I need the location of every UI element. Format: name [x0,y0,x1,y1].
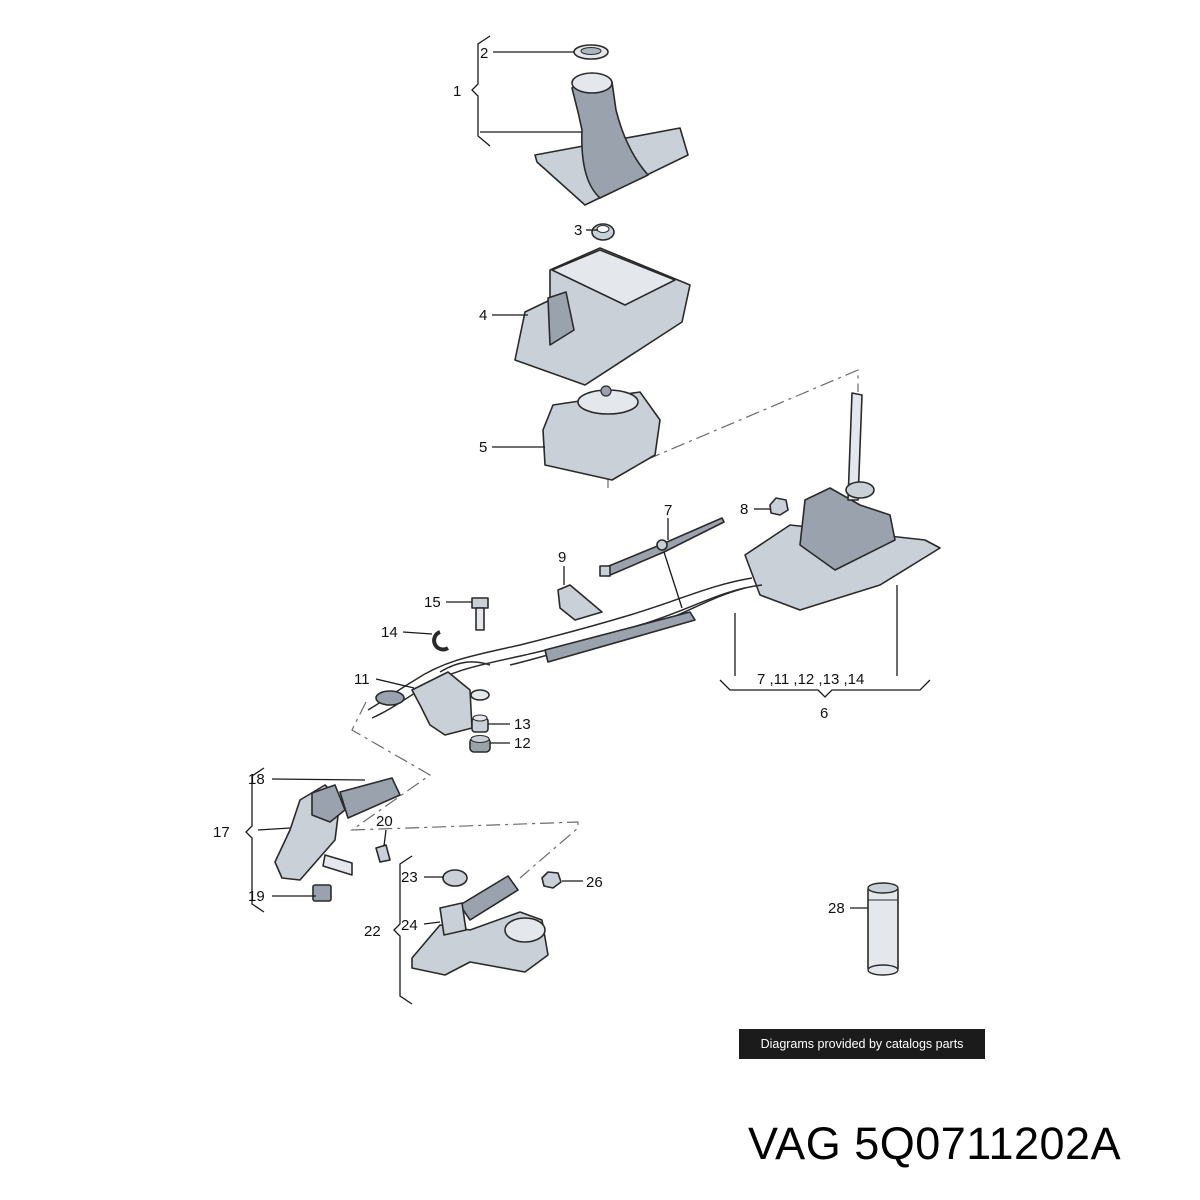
callout-17: 17 [213,824,230,841]
part-5-gear-housing [542,385,661,481]
callout-12: 12 [514,735,531,752]
part-9-clip [557,584,603,621]
part-13-bushing [471,714,489,733]
callout-15: 15 [424,594,441,611]
part-11-bracket [375,671,473,736]
leader-lines [257,51,898,925]
part-20-clip [375,844,391,863]
part-28-grease-tube [867,882,899,976]
callout-4: 4 [479,307,487,324]
callout-1: 1 [453,83,461,100]
brace-6 [719,679,931,698]
callout-labels: 2 1 3 4 5 8 7 9 15 14 11 13 12 7 ,11 ,12… [213,45,864,940]
callout-3: 3 [574,222,582,239]
assembly-dash-lines [350,369,859,879]
part-14-circlip [432,630,450,652]
part-12-bushing [469,735,491,753]
callout-19: 19 [248,888,265,905]
part-13-nut-bracket [470,689,490,701]
brace-17 [245,767,265,913]
diagram-credit-banner: Diagrams provided by catalogs parts [739,1029,985,1059]
callout-7: 7 [664,502,672,519]
part-8-nut [769,497,789,516]
part-26-nut [541,871,562,889]
callout-8: 8 [740,501,748,518]
part-19-damper [312,884,332,902]
callout-group-6: 7 ,11 ,12 ,13 ,14 [757,671,864,688]
callout-26: 26 [586,874,603,891]
part-4-console-housing [514,247,691,386]
callout-2: 2 [480,45,488,62]
part-1-shift-knob-boot [534,72,689,206]
callout-24: 24 [401,917,418,934]
part-15-bolt [471,597,489,631]
callout-14: 14 [381,624,398,641]
part-22-shift-lever [411,875,549,976]
callout-18: 18 [248,771,265,788]
part-number-title: VAG 5Q0711202A [748,1118,1122,1169]
callout-9: 9 [558,549,566,566]
callout-11: 11 [354,671,370,688]
part-17-selector-lever [274,777,401,881]
part-2-cap [573,44,609,60]
part-23-bushing [442,869,468,887]
callout-22: 22 [364,923,381,940]
callout-28: 28 [828,900,845,917]
callout-20: 20 [376,813,393,830]
callout-5: 5 [479,439,487,456]
callout-6: 6 [820,705,828,722]
brace-22 [393,855,413,1005]
callout-13: 13 [514,716,531,733]
part-6-shifter-mechanism [744,392,941,611]
part-3-ring [591,223,615,241]
brace-1 [471,35,491,147]
callout-23: 23 [401,869,418,886]
part-7-cable-tie [599,517,725,577]
